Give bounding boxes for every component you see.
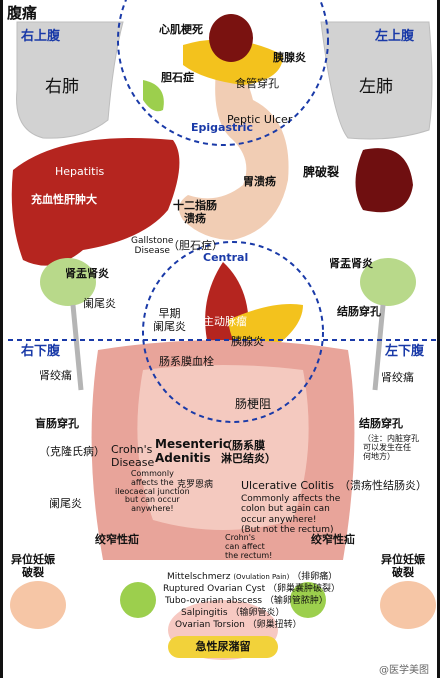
mesenteric-thrombosis-label: 肠系膜血栓 [159,355,214,368]
ulcerative-colitis-label: Ulcerative Colitis [241,479,334,492]
region-right-lower: 右下腹 [21,344,61,359]
stomach [179,55,289,240]
pyelonephritis-left-label: 肾盂肾炎 [329,257,373,270]
ovarian-torsion-label: Ovarian Torsion [175,620,245,630]
heart [209,14,253,62]
ruptured-cyst-label: Ruptured Ovarian Cyst [163,584,266,594]
region-right-upper: 右上腹 [21,29,61,44]
pancreatitis-top-label: 胰腺炎 [273,51,306,64]
mittelschmerz-label: Mittelschmerz [167,572,231,582]
ulcerative-colitis-cn-label: （溃疡性结肠炎） [339,479,427,492]
ruptured-cyst-cn-label: （卵巢囊肿破裂） [268,584,341,594]
hepatomegaly-label: 充血性肝肿大 [31,193,97,206]
left-ovary [290,582,326,618]
mesenteric-adenitis-label: Mesenteric Adenitis [155,437,230,465]
crohns-rectum-note: Crohn's can affect the rectum! [225,533,273,560]
crohns-cn-label: （克隆氏病） [39,445,105,458]
duodenal-ulcer-label: 十二指肠 溃疡 [173,199,217,225]
crohns-note: Commonly affects the ileocaecal junction… [115,469,190,514]
right-fetus [10,581,66,629]
region-left-upper: 左上腹 [375,29,415,44]
salpingitis-cn-label: （输卵管炎） [230,608,285,618]
splenic-rupture-label: 脾破裂 [303,165,340,179]
right-lung-label: 右肺 [45,77,79,97]
salpingitis-row: Salpingitis （输卵管炎） [181,608,284,618]
ruptured-cyst-row: Ruptured Ovarian Cyst （卵巢囊肿破裂） [163,584,340,594]
liver [11,138,180,266]
bowel-perforation-right-label: 盲肠穿孔 [35,417,79,430]
left-fetus [380,581,436,629]
right-ovary [120,582,156,618]
salpingitis-label: Salpingitis [181,608,228,618]
crohns-disease-cn2-label: 克罗恩病 [177,480,214,490]
peptic-ulcer-label: Peptic Ulcer [227,113,293,126]
ovarian-torsion-row: Ovarian Torsion （卵巢扭转） [175,620,302,630]
right-lung [16,21,124,139]
page-title: 腹痛 [7,4,38,22]
pyelonephritis-right-label: 肾盂肾炎 [65,267,109,280]
right-kidney [40,258,96,306]
region-central: Central [203,251,249,264]
region-left-lower: 左下腹 [385,344,425,359]
bowel-obstruction-label: 肠梗阻 [235,397,272,411]
tubo-ovarian-cn-label: （输卵管脓肿） [264,596,328,606]
mi-label: 心肌梗死 [159,23,203,36]
esophageal-perforation-label: 食管穿孔 [235,77,279,90]
region-epigastric: Epigastric [191,121,253,134]
pancreas-top [183,39,283,85]
gallstone-disease-label: Gallstone Disease [131,236,174,257]
gallbladder [143,80,164,112]
colon-perforation-note: （注：内脏穿孔 可以发生在任 何地方） [363,434,419,462]
urinary-retention-label: 急性尿潴留 [168,636,278,658]
gallstone-disease-cn-label: （胆石症） [168,239,223,252]
hernia-right-label: 绞窄性疝 [95,533,139,546]
gastric-ulcer-label: 胃溃疡 [243,175,276,188]
mittelschmerz-row: Mittelschmerz (Ovulation Pain) （排卵痛） [167,572,337,582]
colon-perforation-upper-label: 结肠穿孔 [337,305,381,318]
mittelschmerz-note: (Ovulation Pain) [233,573,290,581]
crohns-en-label: Crohn's Disease [111,443,155,469]
uc-note: Commonly affects the colon but again can… [241,494,341,536]
hernia-left-label: 绞窄性疝 [311,533,355,546]
early-appendicitis-label: 早期 阑尾炎 [153,307,186,333]
hepatitis-label: Hepatitis [55,165,105,178]
mesenteric-adenitis-cn-label: （肠系膜 淋巴结炎） [221,439,276,465]
appendicitis-lower-label: 阑尾炎 [49,497,82,510]
watermark: @医学美图 [379,665,429,676]
pancreatitis-center-label: 胰腺炎 [231,335,264,348]
anatomy-illustration [8,0,437,660]
ureteral-colic-left-label: 肾绞痛 [381,371,414,384]
tubo-ovarian-label: Tubo-ovarian abscess [165,596,263,606]
small-bowel [137,365,309,530]
spleen [355,148,413,213]
left-lung-label: 左肺 [359,77,393,97]
appendicitis-upper-label: 阑尾炎 [83,297,116,310]
tubo-ovarian-row: Tubo-ovarian abscess （输卵管脓肿） [165,596,328,606]
left-kidney [360,258,416,306]
ectopic-right-label: 异位妊娠 破裂 [11,553,55,579]
mittelschmerz-cn-label: （排卵痛） [292,572,338,582]
colon-perforation-left-label: 结肠穿孔 [359,417,403,430]
gallstones-label: 胆石症 [161,71,194,84]
aortic-aneurysm-label: 主动脉瘤 [203,315,247,328]
left-lung [320,21,433,140]
ovarian-torsion-cn-label: （卵巢扭转） [247,620,302,630]
ectopic-left-label: 异位妊娠 破裂 [381,553,425,579]
ureteral-colic-right-label: 肾绞痛 [39,369,72,382]
